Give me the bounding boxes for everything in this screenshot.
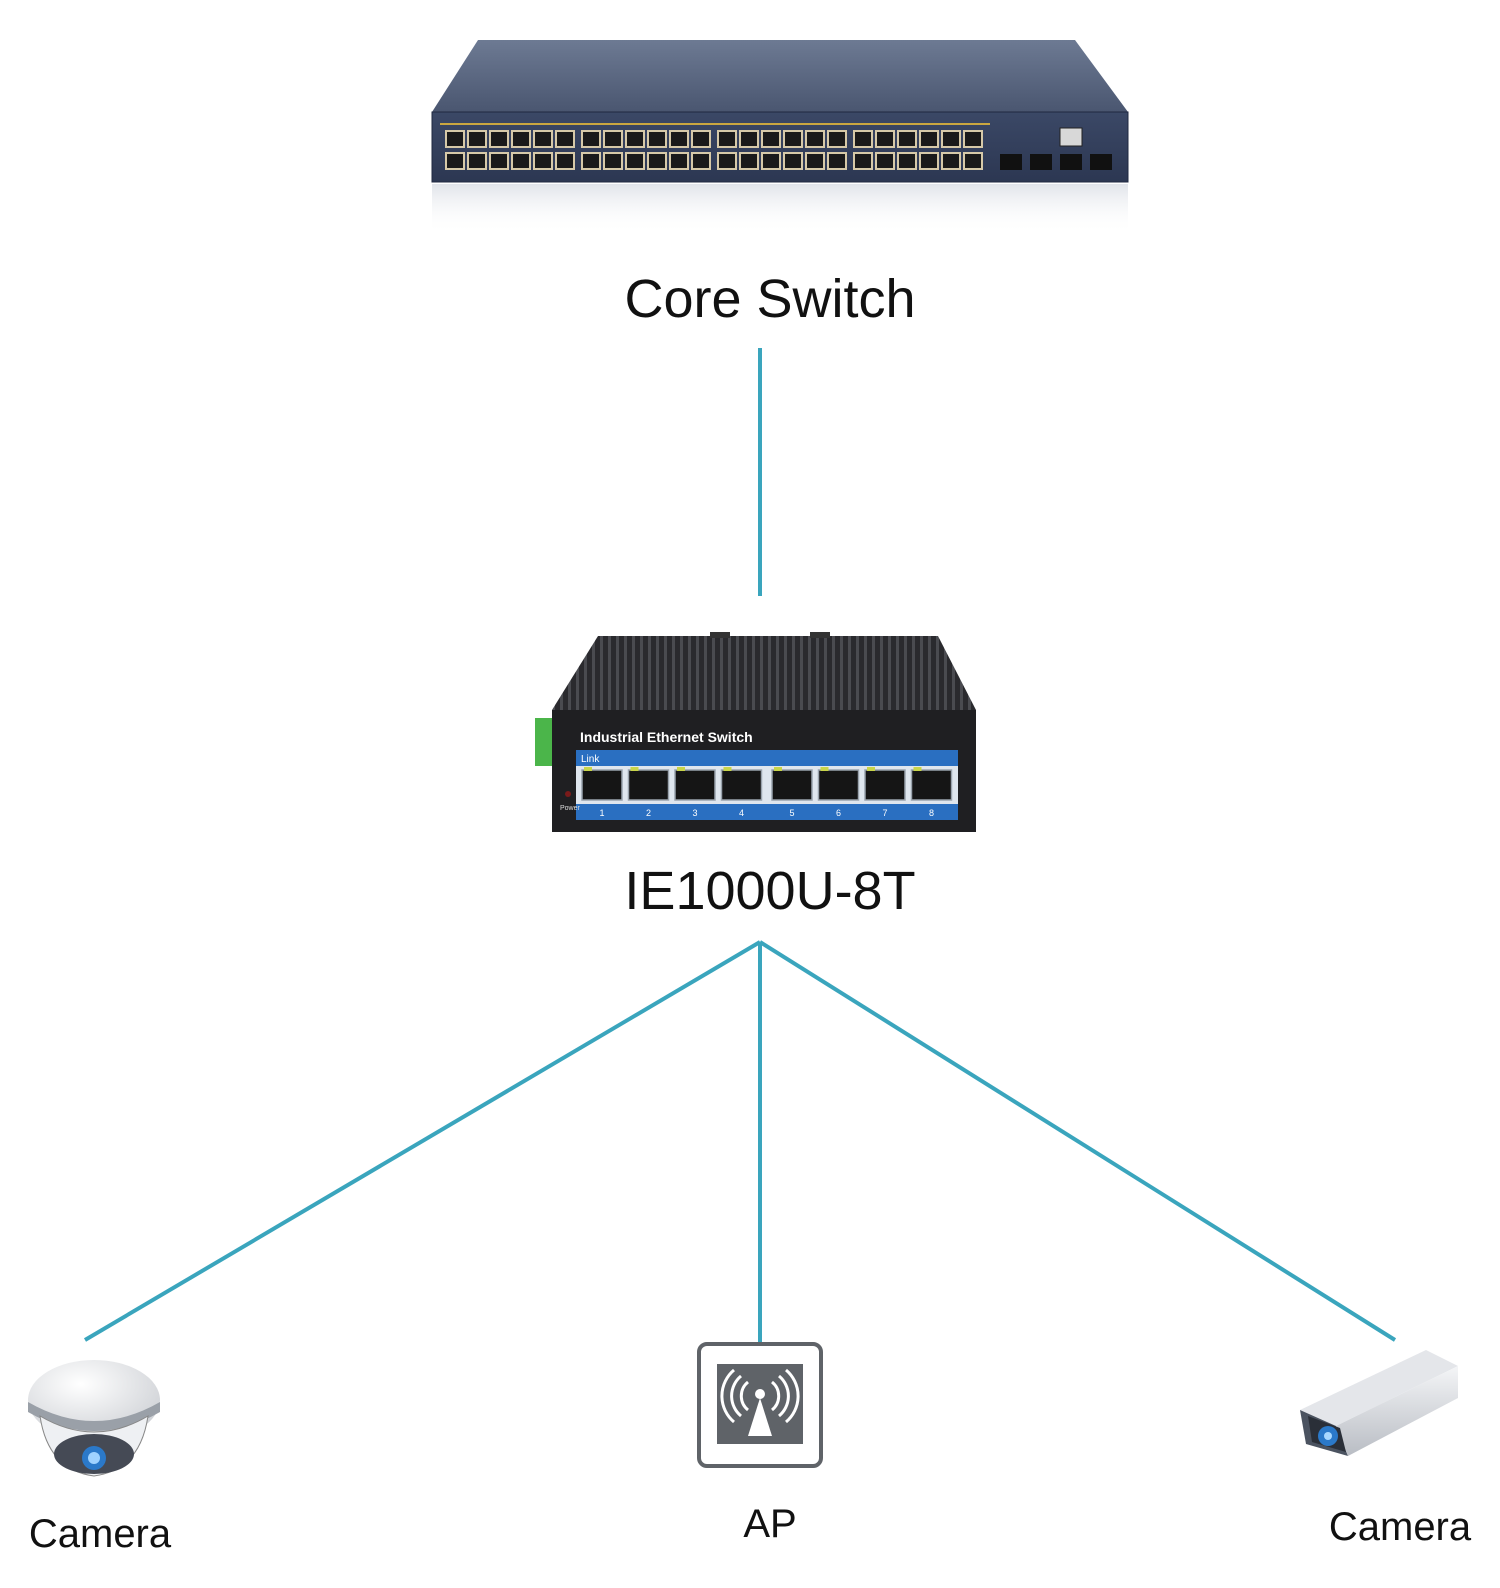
port-number-label: 8 — [929, 808, 934, 818]
industrial-switch-panel-title: Industrial Ethernet Switch — [580, 729, 753, 745]
camera-right-label: Camera — [1328, 1505, 1472, 1549]
core-rj45-port — [963, 152, 983, 170]
industrial-switch-link-text: Link — [581, 754, 600, 765]
core-rj45-port — [761, 130, 781, 148]
core-rj45-port — [805, 130, 825, 148]
core-switch-ports — [445, 130, 983, 170]
camera-left-label: Camera — [28, 1512, 172, 1556]
core-rj45-port — [669, 152, 689, 170]
port-link-led — [913, 767, 922, 771]
core-rj45-port — [555, 152, 575, 170]
port-number-label: 3 — [692, 808, 697, 818]
port-link-led — [867, 767, 875, 771]
port-link-led — [774, 767, 782, 771]
core-rj45-port — [555, 130, 575, 148]
core-rj45-port — [489, 152, 509, 170]
core-rj45-port — [445, 152, 465, 170]
port-link-led — [630, 767, 639, 771]
core-rj45-port — [805, 152, 825, 170]
core-rj45-port — [489, 130, 509, 148]
core-rj45-port — [783, 152, 803, 170]
core-rj45-port — [467, 152, 487, 170]
port-link-led — [677, 767, 685, 771]
core-rj45-port — [875, 152, 895, 170]
industrial-rj45-port — [627, 769, 670, 801]
core-rj45-port — [603, 152, 623, 170]
industrial-rj45-port — [720, 769, 763, 801]
ap-label: AP — [743, 1502, 797, 1546]
link-edge-to-camera-left — [83, 940, 762, 1342]
core-rj45-port — [625, 130, 645, 148]
core-rj45-port — [511, 130, 531, 148]
core-rj45-port — [897, 130, 917, 148]
port-number-label: 7 — [882, 808, 887, 818]
port-number-label: 1 — [599, 808, 604, 818]
port-number-label: 4 — [739, 808, 744, 818]
port-number-label: 2 — [646, 808, 651, 818]
industrial-switch-power-text: Power — [560, 805, 581, 812]
core-switch-label: Core Switch — [624, 269, 916, 329]
core-rj45-port — [691, 130, 711, 148]
connection-lines — [83, 348, 1397, 1346]
core-switch-sfp-ports — [1000, 127, 1112, 170]
core-rj45-port — [533, 130, 553, 148]
core-rj45-port — [445, 130, 465, 148]
core-rj45-port — [625, 152, 645, 170]
core-rj45-port — [717, 130, 737, 148]
core-rj45-port — [941, 152, 961, 170]
port-number-label: 6 — [836, 808, 841, 818]
port-link-led — [820, 767, 829, 771]
core-rj45-port — [511, 152, 531, 170]
core-rj45-port — [669, 130, 689, 148]
industrial-rj45-port — [910, 769, 953, 801]
core-rj45-port — [919, 152, 939, 170]
industrial-rj45-port — [864, 769, 906, 801]
core-rj45-port — [941, 130, 961, 148]
core-rj45-port — [533, 152, 553, 170]
link-edge-to-camera-right — [758, 940, 1397, 1342]
industrial-rj45-port — [817, 769, 860, 801]
core-rj45-port — [647, 130, 667, 148]
port-number-label: 5 — [789, 808, 794, 818]
core-rj45-port — [963, 130, 983, 148]
core-rj45-port — [783, 130, 803, 148]
core-rj45-port — [647, 152, 667, 170]
core-rj45-port — [853, 152, 873, 170]
wireless-ap-icon — [697, 1342, 823, 1468]
industrial-switch-label: IE1000U-8T — [624, 861, 916, 921]
industrial-switch-device: Industrial Ethernet Switch Link Power 1 2… — [535, 632, 976, 832]
core-rj45-port — [827, 130, 847, 148]
core-switch-device — [431, 40, 1129, 234]
core-rj45-port — [691, 152, 711, 170]
industrial-rj45-port — [581, 769, 623, 801]
dome-camera-icon — [28, 1360, 160, 1477]
industrial-rj45-port — [674, 769, 716, 801]
core-rj45-port — [739, 152, 759, 170]
core-rj45-port — [827, 152, 847, 170]
core-rj45-port — [581, 130, 601, 148]
core-rj45-port — [739, 130, 759, 148]
industrial-switch-ports: 1 2 3 4 5 6 7 8 — [581, 767, 953, 818]
core-rj45-port — [761, 152, 781, 170]
port-link-led — [723, 767, 732, 771]
port-link-led — [584, 767, 592, 771]
core-rj45-port — [897, 152, 917, 170]
core-rj45-port — [581, 152, 601, 170]
core-rj45-port — [875, 130, 895, 148]
core-rj45-port — [919, 130, 939, 148]
core-rj45-port — [717, 152, 737, 170]
core-rj45-port — [603, 130, 623, 148]
core-rj45-port — [467, 130, 487, 148]
bullet-camera-icon — [1300, 1350, 1458, 1456]
industrial-rj45-port — [771, 769, 813, 801]
core-rj45-port — [853, 130, 873, 148]
